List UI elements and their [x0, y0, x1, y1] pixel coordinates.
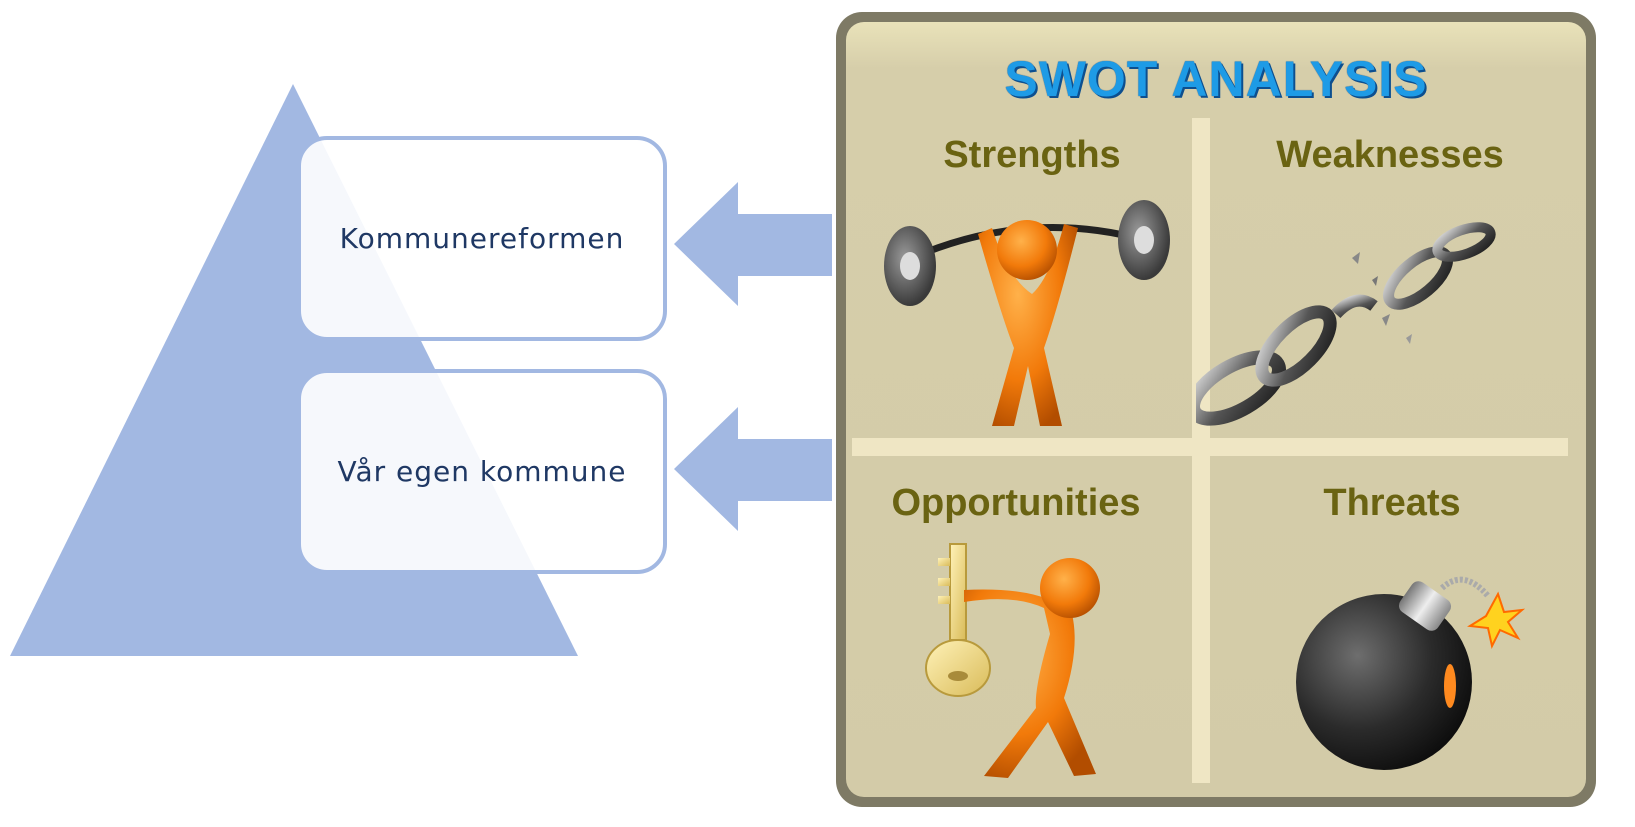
opportunities-label: Opportunities: [891, 482, 1141, 524]
kommunereformen-box: Kommunereformen: [297, 136, 667, 341]
weaknesses-label: Weaknesses: [1276, 134, 1504, 176]
swot-title: SWOT ANALYSIS: [1004, 51, 1428, 107]
horizontal-divider: [852, 438, 1568, 456]
bomb-icon: [1296, 576, 1526, 770]
strengths-label: Strengths: [943, 134, 1121, 176]
kommunereformen-label: Kommunereformen: [339, 222, 625, 255]
key-carrier-icon: [925, 543, 1100, 778]
var-egen-kommune-label: Vår egen kommune: [337, 455, 627, 488]
left-arrow-icon: [674, 407, 832, 531]
var-egen-kommune-box: Vår egen kommune: [297, 369, 667, 574]
broken-chain-icon: [1196, 222, 1496, 426]
swot-panel: SWOT ANALYSIS Strengths Weaknesses Oppor…: [836, 12, 1596, 807]
weightlifter-icon: [884, 200, 1170, 426]
left-arrow-icon: [674, 182, 832, 306]
swot-panel-inner: SWOT ANALYSIS Strengths Weaknesses Oppor…: [846, 22, 1586, 797]
threats-label: Threats: [1323, 482, 1461, 524]
